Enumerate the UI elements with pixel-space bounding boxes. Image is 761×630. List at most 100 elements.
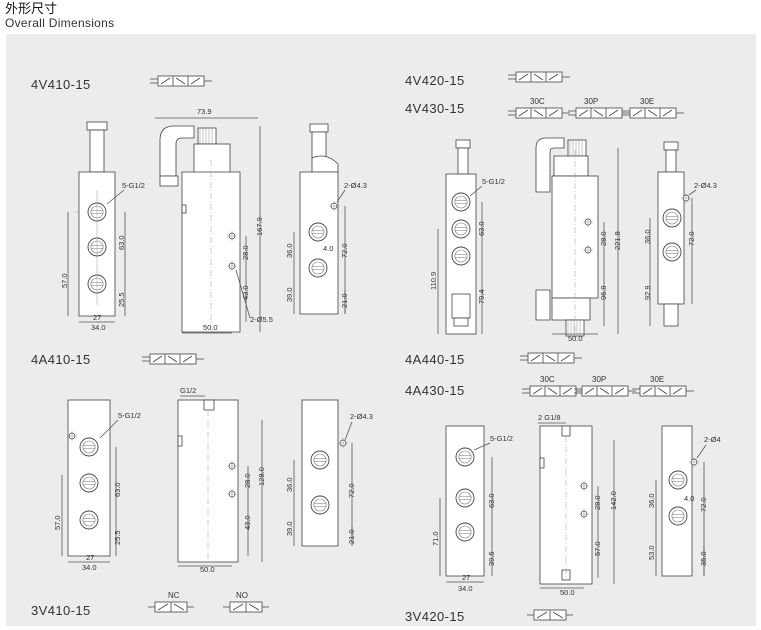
dim-label: 92.9 [643, 285, 652, 300]
dim-label: 2-Ø4 [704, 435, 721, 444]
dim-label: 43.0 [241, 285, 250, 300]
dim-label: G1/2 [180, 386, 196, 395]
dim-label: 73.9 [197, 107, 212, 116]
dim-label: 34.0 [82, 563, 97, 572]
drawing-4a430-side: 2 G1/8 28.0 142.0 57.0 50.0 [538, 413, 618, 597]
drawing-4a430-end: 2-Ø4 36.0 4.0 72.0 53.0 35.0 [647, 425, 721, 577]
dim-label: 57.0 [60, 273, 69, 288]
dim-label: 2-Ø4.3 [344, 181, 367, 190]
dim-label: 57.0 [53, 515, 62, 530]
symbols-4v420-4v430: 30C 30P 30E [507, 71, 685, 119]
dim-label: 2-Ø4.3 [350, 412, 373, 421]
model-4v420-15: 4V420-15 [405, 73, 465, 88]
dim-label: 50.0 [203, 323, 218, 332]
dim-label: 28.0 [599, 231, 608, 246]
model-4a440-15: 4A440-15 [405, 352, 465, 367]
symbols-3v410: NC NO [147, 591, 270, 613]
model-4v430-15: 4V430-15 [405, 101, 465, 116]
dim-label: 39.0 [285, 521, 294, 536]
dim-label: 53.0 [647, 545, 656, 560]
dim-label: 43.0 [243, 515, 252, 530]
label-30e: 30E [640, 97, 654, 106]
dim-label: 110.9 [429, 272, 438, 290]
drawing-4a430-front: 5-G1/2 63.0 71.0 39.5 27 34.0 [431, 425, 513, 593]
dim-label: 63.0 [487, 493, 496, 508]
dim-label: 57.0 [593, 541, 602, 556]
model-4v410-15: 4V410-15 [31, 77, 91, 92]
dim-label: 34.0 [458, 584, 473, 593]
dim-label: 36.0 [285, 243, 294, 258]
dim-label: 27 [462, 573, 470, 582]
dim-label: 50.0 [200, 565, 215, 574]
drawing-4v420-end: 2-Ø4.3 36.0 72.0 92.9 [643, 141, 717, 327]
drawing-4v410-front: 5-G1/2 63.0 57.0 25.5 27 34.0 [60, 75, 213, 332]
drawing-4a410-end: 2-Ø4.3 36.0 72.0 39.0 21.0 [285, 399, 373, 547]
dim-label: 36.0 [643, 229, 652, 244]
dim-label: 50.0 [560, 588, 575, 597]
drawing-4v420-side: 28.0 221.8 96.9 50.0 [535, 137, 622, 343]
dim-label: 72.0 [340, 243, 349, 258]
symbol-3v420 [526, 609, 574, 621]
dim-label: 36.0 [285, 477, 294, 492]
model-4a430-15: 4A430-15 [405, 383, 465, 398]
label-30p: 30P [584, 97, 598, 106]
dim-label: 128.0 [257, 467, 266, 486]
label-30e: 30E [650, 375, 664, 384]
drawing-4a410-side: G1/2 28.0 128.0 43.0 50.0 [177, 386, 266, 574]
dim-label: 72.0 [687, 231, 696, 246]
dim-label: 167.9 [255, 217, 264, 236]
dim-label: 34.0 [91, 323, 106, 332]
dim-label: 79.4 [477, 289, 486, 304]
dim-label: 21.0 [347, 529, 356, 544]
dim-label: 21.0 [340, 293, 349, 308]
dim-label: 5-G1/2 [122, 181, 145, 190]
dim-label: 2 G1/8 [538, 413, 561, 422]
label-no: NO [236, 591, 248, 600]
model-3v410-15: 3V410-15 [31, 603, 91, 618]
label-nc: NC [168, 591, 180, 600]
dim-label: 28.0 [243, 473, 252, 488]
dim-label: 39.5 [487, 551, 496, 566]
dim-label: 63.0 [477, 221, 486, 236]
dim-label: 221.8 [613, 231, 622, 250]
drawing-4v410-side: 73.9 167.9 28.0 43.0 50.0 2-Ø5.5 [155, 107, 273, 334]
drawing-4v420-front: 5-G1/2 63.0 110.9 79.4 [429, 139, 505, 335]
drawings-panel [6, 34, 756, 626]
dim-label: 72.0 [699, 497, 708, 512]
title-chinese: 外形尺寸 [5, 2, 58, 17]
dim-label: 96.9 [599, 285, 608, 300]
model-4a410-15: 4A410-15 [31, 352, 91, 367]
page-header: 外形尺寸 Overall Dimensions [5, 3, 114, 29]
label-30c: 30C [540, 375, 555, 384]
dim-label: 25.5 [117, 292, 126, 307]
dim-label: 63.0 [117, 235, 126, 250]
dim-label: 25.5 [113, 530, 122, 545]
dim-label: 35.0 [699, 551, 708, 566]
dim-label: 63.0 [113, 482, 122, 497]
dim-label: 4.0 [684, 494, 694, 503]
dim-label: 50.0 [568, 334, 583, 343]
dim-label: 36.0 [647, 493, 656, 508]
dim-label: 5-G1/2 [490, 434, 513, 443]
model-3v420-15: 3V420-15 [405, 609, 465, 624]
dim-label: 39.0 [285, 287, 294, 302]
label-30p: 30P [592, 375, 606, 384]
dim-label: 27 [93, 313, 101, 322]
label-30c: 30C [530, 97, 545, 106]
dim-label: 28.0 [241, 245, 250, 260]
dim-label: 2-Ø5.5 [250, 315, 273, 324]
dim-label: 27 [86, 553, 94, 562]
dim-label: 71.0 [431, 531, 440, 546]
dim-label: 5-G1/2 [118, 411, 141, 420]
dim-label: 142.0 [609, 491, 618, 510]
dim-label: 72.0 [347, 483, 356, 498]
dim-label: 5-G1/2 [482, 177, 505, 186]
title-english: Overall Dimensions [5, 15, 115, 30]
dim-label: 4.0 [323, 244, 333, 253]
dim-label: 28.0 [593, 495, 602, 510]
symbols-4a440-4a430: 30C 30P 30E [519, 352, 695, 397]
dim-label: 2-Ø4.3 [694, 181, 717, 190]
drawing-4a410-front: 5-G1/2 63.0 57.0 25.5 27 34.0 [53, 353, 205, 572]
drawing-4v410-end: 2-Ø4.3 36.0 4.0 72.0 39.0 21.0 [285, 123, 367, 315]
